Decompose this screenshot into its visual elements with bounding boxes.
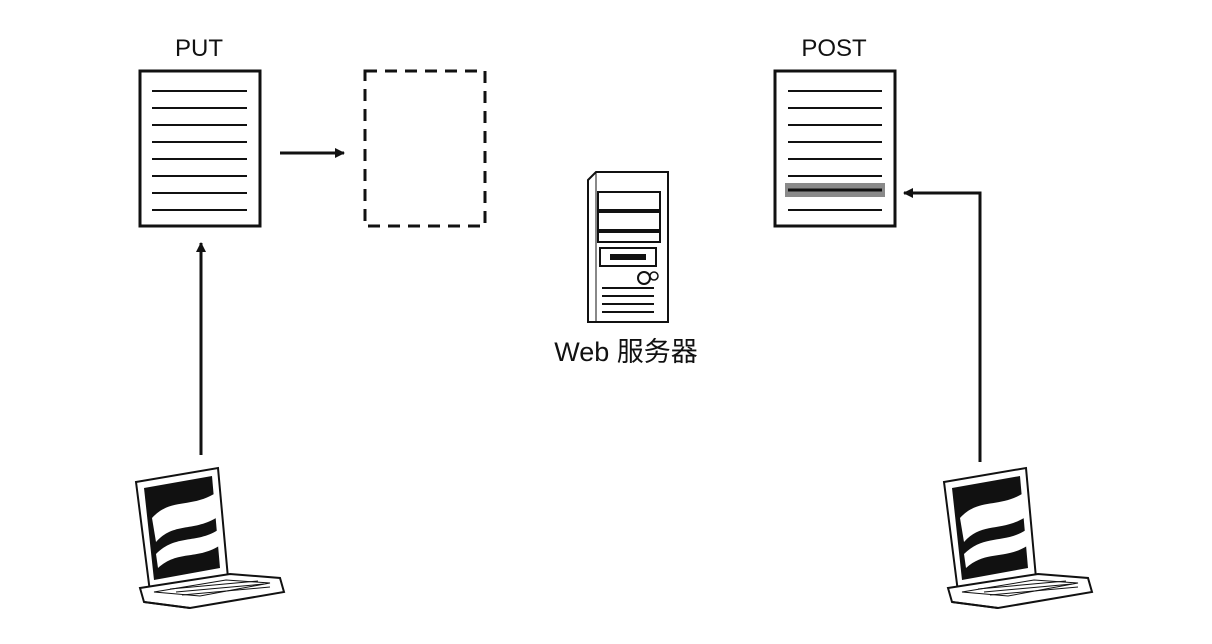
client-laptop-right-icon [942,466,1094,610]
post-request-arrow [903,188,982,462]
put-label: PUT [175,35,223,62]
post-document-icon [773,69,897,228]
client-laptop-left-icon [134,466,286,610]
put-document-icon [138,69,262,228]
post-label: POST [801,35,867,62]
web-server-icon [587,171,669,323]
server-label: Web 服务器 [554,337,698,367]
new-resource-placeholder [363,69,487,228]
